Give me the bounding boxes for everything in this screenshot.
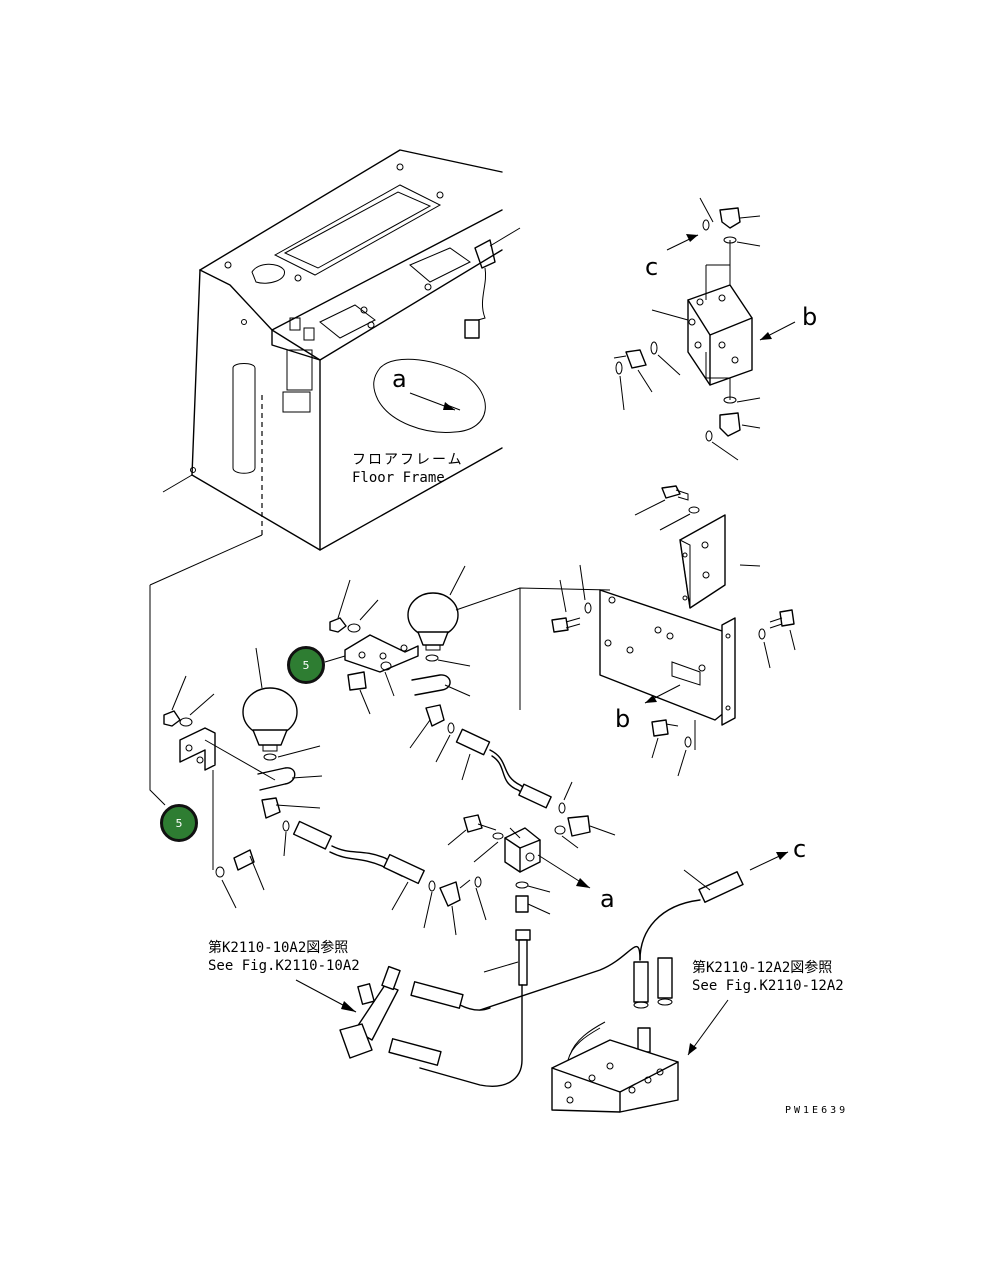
view-marker-a-arrow: a	[600, 885, 615, 913]
floor-frame-label-jp: フロアフレーム	[352, 452, 464, 468]
see-fig-2-label-en: See Fig.K2110-12A2	[692, 978, 844, 994]
part-callout-5-upper[interactable]: 5	[287, 646, 325, 684]
accumulator-upper	[324, 565, 521, 715]
see-fig-1-label-jp: 第K2110-10A2図参照	[208, 940, 349, 956]
drawing-number: PW1E639	[785, 1105, 849, 1116]
see-fig-2-label-jp: 第K2110-12A2図参照	[692, 960, 833, 976]
floor-frame-label-en: Floor Frame	[352, 470, 445, 486]
view-marker-a-detail: a	[392, 365, 407, 393]
see-fig-1-label-en: See Fig.K2110-10A2	[208, 958, 360, 974]
hose-assembly-center	[292, 704, 616, 986]
lower-piping	[295, 851, 789, 1113]
view-marker-b-block: b	[802, 303, 818, 331]
accumulator-lower	[149, 534, 323, 909]
view-marker-c-hose: c	[793, 835, 807, 863]
floor-frame	[162, 149, 521, 551]
part-callout-5-lower[interactable]: 5	[160, 804, 198, 842]
view-marker-b-plate: b	[615, 705, 631, 733]
view-marker-c-top: c	[645, 253, 659, 281]
mounting-plates	[519, 485, 796, 777]
manifold-block	[613, 197, 796, 461]
